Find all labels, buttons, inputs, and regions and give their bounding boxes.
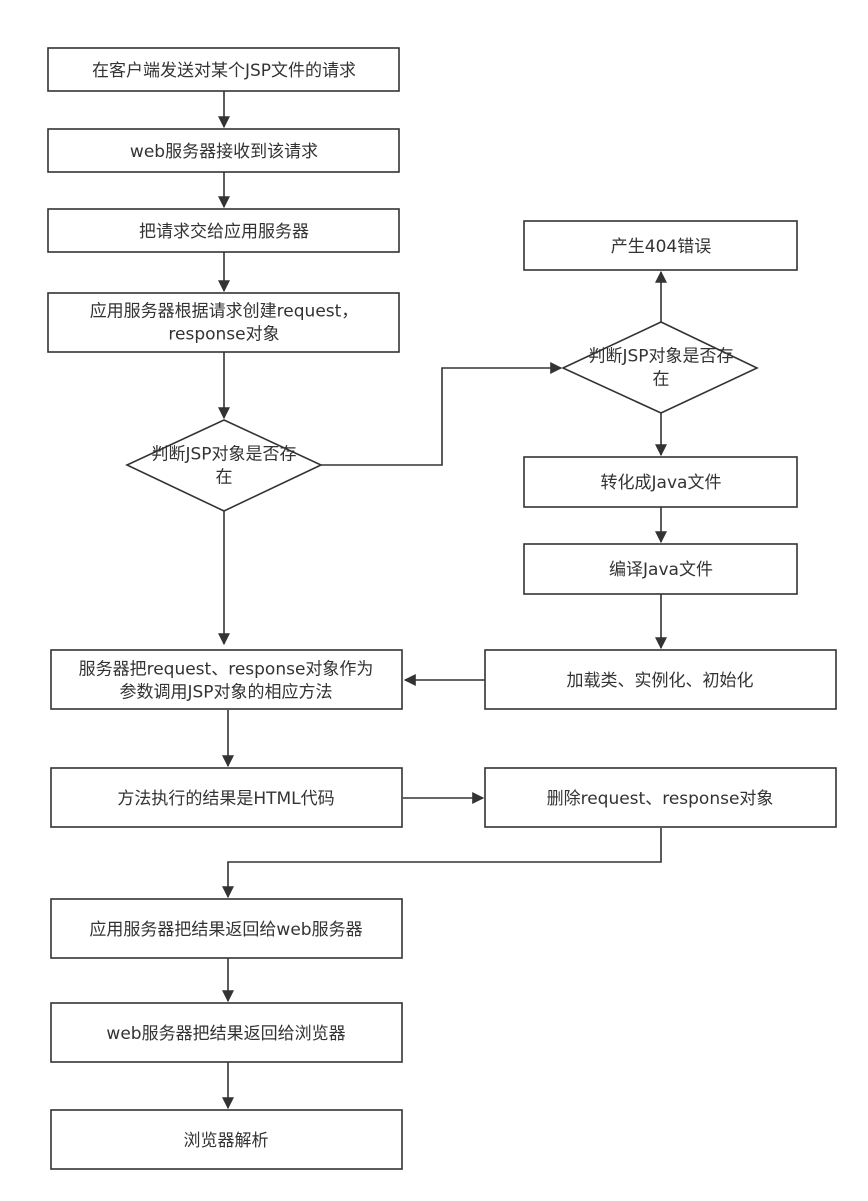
- node-label-line: 产生404错误: [611, 237, 711, 257]
- node-return-web: 应用服务器把结果返回给web服务器: [50, 898, 403, 959]
- node-label-line: 在客户端发送对某个JSP文件的请求: [92, 61, 356, 81]
- node-decision-right: 判断JSP对象是否存在: [561, 321, 759, 414]
- node-label-line: 方法执行的结果是HTML代码: [117, 789, 334, 809]
- node-label-line: 应用服务器根据请求创建request，: [90, 302, 359, 322]
- node-to-java: 转化成Java文件: [523, 456, 798, 508]
- node-create-objects: 应用服务器根据请求创建request， response对象: [47, 292, 400, 353]
- node-compile-java: 编译Java文件: [523, 543, 798, 595]
- node-request-sent-label: 在客户端发送对某个JSP文件的请求: [92, 61, 356, 81]
- node-forward-app-label: 把请求交给应用服务器: [139, 222, 309, 242]
- node-label-line: 参数调用JSP对象的相应方法: [119, 683, 332, 703]
- node-web-receive-label: web服务器接收到该请求: [130, 142, 318, 162]
- node-label-line: response对象: [168, 325, 279, 345]
- node-label-line: 把请求交给应用服务器: [139, 222, 309, 242]
- node-web-receive: web服务器接收到该请求: [47, 128, 400, 173]
- node-load-class-label: 加载类、实例化、初始化: [567, 671, 754, 691]
- node-label-line: web服务器把结果返回给浏览器: [106, 1024, 345, 1044]
- node-label-line: 编译Java文件: [609, 560, 713, 580]
- node-label-line: web服务器接收到该请求: [130, 142, 318, 162]
- node-return-browser-label: web服务器把结果返回给浏览器: [106, 1024, 345, 1044]
- node-label-line: 判断JSP对象是否存: [588, 347, 733, 367]
- node-request-sent: 在客户端发送对某个JSP文件的请求: [47, 47, 400, 92]
- node-label-line: 在: [216, 468, 233, 488]
- node-browser-parse-label: 浏览器解析: [184, 1131, 269, 1151]
- node-invoke-method: 服务器把request、response对象作为参数调用JSP对象的相应方法: [50, 649, 403, 710]
- node-html-result-label: 方法执行的结果是HTML代码: [117, 789, 334, 809]
- node-error-404: 产生404错误: [523, 220, 798, 271]
- node-label-line: 浏览器解析: [184, 1131, 269, 1151]
- node-label-line: 判断JSP对象是否存: [151, 445, 296, 465]
- node-label-line: 加载类、实例化、初始化: [567, 671, 754, 691]
- node-error-404-label: 产生404错误: [611, 237, 711, 257]
- node-decision-left: 判断JSP对象是否存在: [125, 419, 323, 512]
- node-html-result: 方法执行的结果是HTML代码: [50, 767, 403, 828]
- node-return-web-label: 应用服务器把结果返回给web服务器: [89, 920, 362, 940]
- node-delete-objects: 删除request、response对象: [484, 767, 837, 828]
- node-load-class: 加载类、实例化、初始化: [484, 649, 837, 710]
- node-decision-right-label: 判断JSP对象是否存在: [588, 347, 733, 390]
- node-compile-java-label: 编译Java文件: [609, 560, 713, 580]
- node-return-browser: web服务器把结果返回给浏览器: [50, 1002, 403, 1063]
- node-label-line: 服务器把request、response对象作为: [79, 660, 374, 680]
- node-label-line: 应用服务器把结果返回给web服务器: [89, 920, 362, 940]
- node-forward-app: 把请求交给应用服务器: [47, 208, 400, 253]
- edge-delete-to-return-web: [222, 828, 662, 899]
- node-create-objects-label: 应用服务器根据请求创建request， response对象: [90, 302, 359, 345]
- node-invoke-method-label: 服务器把request、response对象作为参数调用JSP对象的相应方法: [79, 660, 374, 703]
- node-delete-objects-label: 删除request、response对象: [547, 789, 774, 809]
- node-label-line: 在: [653, 370, 670, 390]
- node-label-line: 删除request、response对象: [547, 789, 774, 809]
- node-browser-parse: 浏览器解析: [50, 1109, 403, 1170]
- edge-decision-left-to-right: [321, 362, 563, 466]
- node-to-java-label: 转化成Java文件: [601, 473, 722, 493]
- node-label-line: 转化成Java文件: [601, 473, 722, 493]
- edges: [218, 91, 667, 1110]
- node-decision-left-label: 判断JSP对象是否存在: [151, 445, 296, 488]
